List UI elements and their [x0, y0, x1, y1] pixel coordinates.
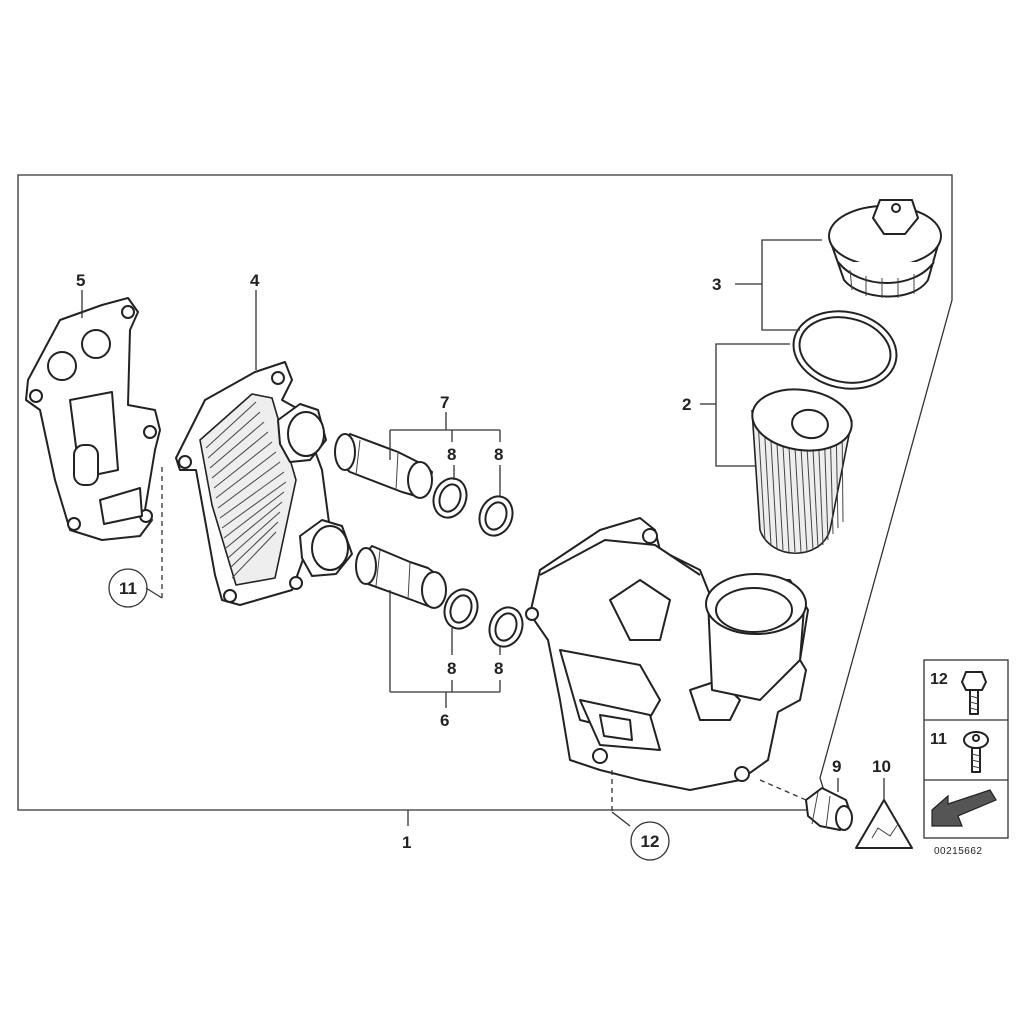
part-4-oil-cooler[interactable] [175, 361, 353, 606]
label-10: 10 [872, 757, 891, 776]
part-8-o-rings[interactable] [428, 474, 528, 652]
label-11: 11 [119, 579, 137, 598]
label-6: 6 [440, 711, 449, 730]
part-7-connector-upper[interactable] [334, 433, 433, 499]
label-11-circle [108, 568, 148, 608]
reference-number: 00215662 [934, 846, 983, 857]
label-5: 5 [76, 271, 85, 290]
part-9-sensor[interactable] [805, 787, 853, 831]
assembly-outline [17, 174, 953, 811]
label-3: 3 [712, 275, 721, 294]
bolt-12-icon[interactable] [961, 671, 987, 715]
label-9: 9 [832, 757, 841, 776]
label-7: 7 [440, 393, 449, 412]
part-1-filter-housing[interactable] [525, 517, 809, 791]
label-2: 2 [682, 395, 691, 414]
label-12: 12 [641, 832, 660, 851]
part-2-sealing-ring[interactable] [786, 302, 904, 398]
legend-label-11: 11 [930, 731, 947, 748]
fastener-legend [923, 659, 1009, 839]
part-5-gasket[interactable] [25, 297, 161, 541]
legend-label-12: 12 [930, 671, 948, 688]
label-1: 1 [402, 833, 411, 852]
label-8-upper-right: 8 [494, 445, 503, 464]
label-12-circle [630, 821, 670, 861]
part-3-filter-cap[interactable] [828, 199, 942, 298]
label-4: 4 [250, 271, 260, 290]
label-8-lower-left: 8 [447, 659, 456, 678]
direction-arrow-icon [931, 789, 997, 827]
callout-lines [81, 239, 885, 827]
bolt-11-icon[interactable] [963, 731, 989, 773]
part-2-filter-element[interactable] [748, 383, 855, 554]
part-10-warning-label[interactable] [855, 799, 913, 849]
label-8-lower-right: 8 [494, 659, 503, 678]
label-8-upper-left: 8 [447, 445, 456, 464]
part-6-connector-lower[interactable] [355, 545, 447, 609]
